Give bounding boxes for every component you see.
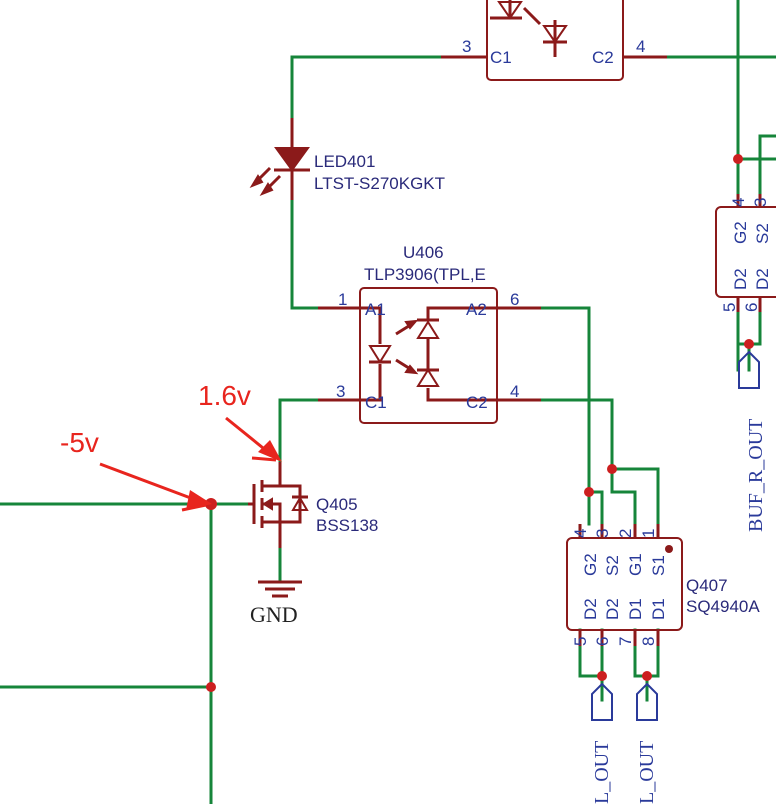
junction-dot (744, 339, 754, 349)
pin-num: 6 (742, 303, 761, 312)
pin-name: C2 (466, 393, 488, 412)
annotation-drain-voltage: 1.6v (198, 380, 251, 411)
pin-num: 4 (571, 529, 590, 538)
wire-c2-g1 (610, 467, 637, 526)
port-symbol (636, 682, 658, 721)
pin-name: A2 (466, 300, 487, 319)
port-symbol (738, 350, 760, 389)
pin-num: 6 (510, 290, 519, 309)
pin-name: C1 (490, 48, 512, 67)
junction-dot (584, 487, 594, 497)
pin-num: 2 (616, 529, 635, 538)
gnd-label: GND (250, 602, 298, 627)
q405-value: BSS138 (316, 516, 378, 535)
led401: LED401 LTST-S270KGKT (249, 118, 445, 200)
pin-num: 3 (462, 37, 471, 56)
pin-num: 8 (639, 637, 658, 646)
pin-num: 7 (616, 637, 635, 646)
net-label-left: L_OUT (591, 741, 613, 804)
pin-num: 1 (639, 529, 658, 538)
junction-dot (607, 464, 617, 474)
q407-value: SQ4940A (686, 597, 760, 616)
net-label-buf-r-out: BUF_R_OUT (745, 419, 767, 532)
pin-num: 6 (593, 637, 612, 646)
opto-ref: U406 (403, 243, 444, 262)
pin-name: D2 (603, 598, 622, 620)
junctions (205, 154, 754, 692)
voltage-annotations: -5v 1.6v (60, 380, 282, 512)
wire-d1-out (633, 628, 649, 702)
junction-dot (733, 154, 743, 164)
wire-right-out2 (747, 310, 762, 346)
q407-ref: Q407 (686, 576, 728, 595)
net-label-right: L_OUT (636, 741, 658, 804)
q405-mosfet: Q405 BSS138 (248, 462, 378, 548)
wire-led-anode (290, 55, 443, 120)
junction-dot (206, 682, 216, 692)
pin-name: S1 (649, 555, 668, 576)
pin-name: C1 (365, 393, 387, 412)
port-symbol (591, 682, 613, 721)
annotation-gate-voltage: -5v (60, 427, 99, 458)
output-ports: L_OUT L_OUT (591, 682, 658, 804)
pin-name: G1 (626, 553, 645, 576)
wire-q405-drain (278, 398, 320, 464)
wire-c2 (539, 398, 660, 526)
u406-optocoupler: U406 TLP3906(TPL,E 1 A1 3 C1 6 A2 4 C2 (318, 243, 541, 424)
wire-d2-out (578, 628, 604, 702)
pin-num: 1 (338, 290, 347, 309)
pin-name: D1 (626, 598, 645, 620)
opto-value: TLP3906(TPL,E (364, 265, 486, 284)
opto-top: 3 C1 4 C2 (441, 0, 667, 81)
pin-name: A1 (365, 300, 386, 319)
q407-dual-mosfet: 4 3 2 1 G2 S2 G1 S1 D2 D2 D1 D1 5 6 7 8 … (566, 524, 760, 646)
pin-num: 4 (636, 37, 645, 56)
led-ref: LED401 (314, 152, 375, 171)
pin-name: S2 (753, 223, 772, 244)
wire-led-cathode (290, 198, 320, 310)
pin-num: 4 (510, 382, 519, 401)
pin-num: 3 (751, 198, 770, 207)
pin-num: 5 (720, 303, 739, 312)
pin-name: D2 (731, 268, 750, 290)
pin-name: D2 (581, 598, 600, 620)
led-value: LTST-S270KGKT (314, 174, 445, 193)
right-dual-mosfet: 4 3 G2 S2 D2 D2 5 6 BUF_R_OUT (715, 194, 776, 532)
pin-num: 3 (336, 382, 345, 401)
pin-name: D1 (649, 598, 668, 620)
pin-name: S2 (603, 555, 622, 576)
junction-dot (642, 671, 652, 681)
pin-num: 5 (571, 637, 590, 646)
pin-name: D2 (753, 268, 772, 290)
pin-num: 3 (593, 529, 612, 538)
gnd-symbol: GND (250, 580, 302, 627)
pin-num: 4 (729, 198, 748, 207)
pin-name: C2 (592, 48, 614, 67)
junction-dot (597, 671, 607, 681)
q405-ref: Q405 (316, 495, 358, 514)
pin-name: G2 (581, 553, 600, 576)
pin-name: G2 (731, 221, 750, 244)
